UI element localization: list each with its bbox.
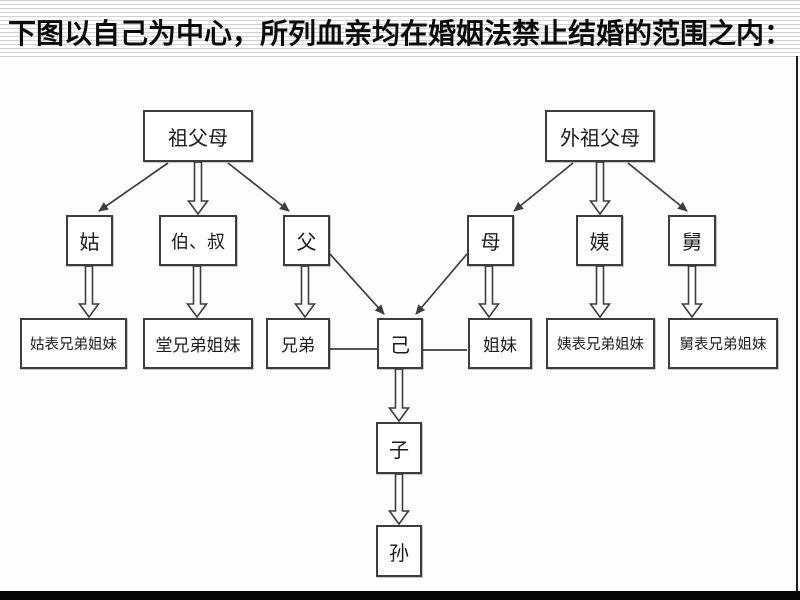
arrow-mu-to-ji: [415, 253, 468, 315]
node-brothers: 兄弟: [266, 318, 330, 369]
header-pinstripes: [0, 0, 800, 57]
arrow-fu-to-ji: [329, 253, 385, 315]
hollow-arrow-zi-to-sun: [387, 473, 411, 526]
node-maternal-uncle: 舅: [668, 215, 716, 266]
arrow-zufumu-to-fu: [227, 162, 290, 212]
node-paternal-aunt: 姑: [66, 215, 113, 266]
node-maternal-uncle-cousins: 舅表兄弟姐妹: [668, 318, 778, 369]
node-paternal-grandparents: 祖父母: [143, 110, 253, 162]
hollow-arrow-yi-to-yibiao: [588, 265, 612, 319]
hollow-arrow-mu-to-jiemei: [477, 265, 501, 319]
hollow-arrow-waizufumu-to-yi: [588, 161, 612, 216]
node-sisters: 姐妹: [468, 318, 532, 369]
hollow-arrow-boshu-to-tang: [185, 265, 209, 319]
hollow-arrow-fu-to-xiongdi: [293, 265, 317, 319]
hollow-arrow-jiu-to-jiubiao: [680, 265, 704, 319]
arrow-zufumu-to-gu: [98, 162, 169, 212]
arrow-waizufumu-to-mu: [513, 162, 574, 212]
node-maternal-grandparents: 外祖父母: [545, 110, 655, 162]
bottom-black-bar: [0, 591, 800, 600]
node-paternal-aunt-cousins: 姑表兄弟姐妹: [20, 318, 127, 369]
slide-title: 下图以自己为中心，所列血亲均在婚姻法禁止结婚的范围之内：: [7, 19, 792, 50]
arrow-waizufumu-to-jiu: [627, 162, 688, 212]
hollow-arrow-ji-to-zi: [387, 368, 411, 423]
node-maternal-aunt-cousins: 姨表兄弟姐妹: [546, 318, 655, 369]
node-father: 父: [283, 215, 330, 266]
right-border-rule: [796, 56, 798, 592]
node-paternal-uncles: 伯、叔: [159, 215, 237, 266]
node-paternal-cousins: 堂兄弟姐妹: [143, 318, 253, 369]
node-mother: 母: [467, 215, 514, 266]
node-self: 己: [377, 318, 423, 369]
node-son: 子: [376, 422, 422, 474]
node-maternal-aunt: 姨: [576, 215, 623, 266]
hollow-arrow-gu-to-gubiao: [77, 265, 101, 319]
hollow-arrow-zufumu-to-boshu: [186, 161, 210, 216]
node-grandson: 孙: [376, 525, 422, 577]
